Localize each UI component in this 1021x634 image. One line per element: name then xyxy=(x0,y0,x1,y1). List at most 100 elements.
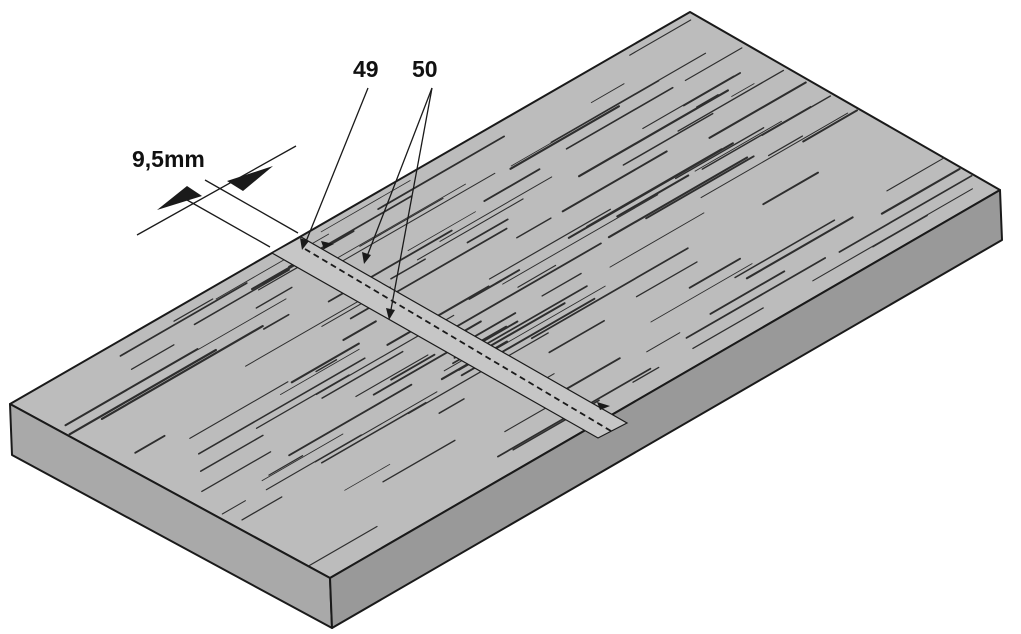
grain-stroke xyxy=(609,212,705,268)
grain-stroke xyxy=(685,257,826,339)
grain-stroke xyxy=(308,525,378,567)
grain-stroke xyxy=(509,105,620,170)
grain-stroke xyxy=(516,217,552,239)
grain-stroke xyxy=(708,81,807,139)
grain-stroke xyxy=(382,439,456,483)
grain-stroke xyxy=(201,451,272,493)
grain-stroke xyxy=(321,350,404,399)
grain-stroke xyxy=(315,359,338,373)
grain-stroke xyxy=(488,208,611,280)
grain-stroke xyxy=(198,357,366,455)
grain-stroke xyxy=(650,263,753,323)
leader-50 xyxy=(362,87,610,410)
grain-stroke xyxy=(645,155,755,220)
extension-line xyxy=(204,179,299,234)
grain-stroke xyxy=(197,298,287,350)
grain-stroke xyxy=(483,168,541,203)
extension-line xyxy=(179,195,271,248)
callout-49: 49 xyxy=(353,56,379,82)
plank-side-face xyxy=(329,189,1003,629)
grain-stroke xyxy=(761,95,832,136)
grain-stroke xyxy=(692,307,764,350)
grain-stroke xyxy=(173,298,214,322)
grain-stroke xyxy=(255,286,293,309)
grain-stroke xyxy=(767,135,804,157)
grain-stroke xyxy=(466,218,509,244)
grain-stroke xyxy=(268,455,304,476)
grain-stroke xyxy=(694,120,782,172)
grain-stroke xyxy=(314,391,438,463)
dimension-marker xyxy=(136,145,299,248)
grain-stroke xyxy=(548,319,605,354)
grain-stroke xyxy=(193,269,290,326)
arrowhead xyxy=(386,308,395,320)
grain-stroke xyxy=(762,171,819,206)
grain-stroke xyxy=(330,172,496,268)
dimension-line xyxy=(136,145,297,236)
grain-stroke xyxy=(745,216,854,280)
grain-stroke xyxy=(684,47,743,82)
grain-stroke xyxy=(700,112,849,199)
grain-stroke xyxy=(838,174,973,253)
grain-stroke xyxy=(502,194,659,285)
grain-stroke xyxy=(355,354,429,398)
arrowhead xyxy=(300,238,309,250)
leader-line xyxy=(365,87,433,260)
grain-stroke xyxy=(320,180,411,233)
grain-stroke xyxy=(416,198,524,261)
grain-stroke xyxy=(731,83,755,97)
wooden-plank xyxy=(9,11,1003,629)
grain-stroke xyxy=(130,344,175,370)
grain-stroke xyxy=(407,332,549,415)
grain-stroke xyxy=(288,383,413,457)
dimension-label: 9,5mm xyxy=(132,146,205,172)
grain-stroke xyxy=(674,127,765,180)
grain-stroke xyxy=(734,219,836,279)
grain-stroke xyxy=(561,150,668,213)
grain-stroke xyxy=(590,83,625,104)
grain-stroke xyxy=(439,176,553,242)
grain-stroke xyxy=(100,325,264,420)
grain-stroke xyxy=(530,247,689,340)
grain-stroke xyxy=(541,272,582,297)
arrowhead xyxy=(597,402,610,410)
grain-stroke xyxy=(565,86,674,150)
grain-stroke xyxy=(495,269,521,285)
grain-stroke xyxy=(390,353,436,381)
grain-stroke xyxy=(578,89,729,178)
grain-stroke xyxy=(567,142,734,239)
grain-stroke xyxy=(64,348,199,427)
grain-stroke xyxy=(390,258,426,280)
grain-stroke xyxy=(189,381,289,439)
arrowhead xyxy=(157,186,202,210)
leader-49 xyxy=(300,87,369,250)
grain-stroke xyxy=(119,282,248,357)
leader-line xyxy=(304,87,369,245)
arrowhead xyxy=(321,241,334,249)
grain-stroke xyxy=(629,19,692,56)
grain-stroke xyxy=(550,52,707,143)
grain-stroke xyxy=(245,289,378,367)
grain-stroke xyxy=(241,496,283,521)
arrowhead xyxy=(227,166,273,191)
grain-stroke xyxy=(372,312,517,396)
grain-stroke xyxy=(802,109,858,143)
grain-stroke xyxy=(331,183,466,262)
grain-stroke xyxy=(377,135,505,210)
grain-stroke xyxy=(255,374,350,429)
grain-stroke xyxy=(199,434,264,472)
grain-stroke xyxy=(438,398,465,414)
grain-stroke xyxy=(407,211,476,252)
grain-stroke xyxy=(632,366,660,383)
grain-stroke xyxy=(261,433,344,482)
leader-line xyxy=(389,87,433,316)
grain-stroke xyxy=(688,257,742,289)
grain-stroke xyxy=(221,500,246,515)
grain-stroke xyxy=(134,434,166,454)
grain-stroke xyxy=(872,214,928,248)
grain-stroke xyxy=(342,320,377,342)
grain-stroke xyxy=(709,270,786,315)
grain-stroke xyxy=(635,261,698,298)
grain-stroke xyxy=(880,167,961,215)
